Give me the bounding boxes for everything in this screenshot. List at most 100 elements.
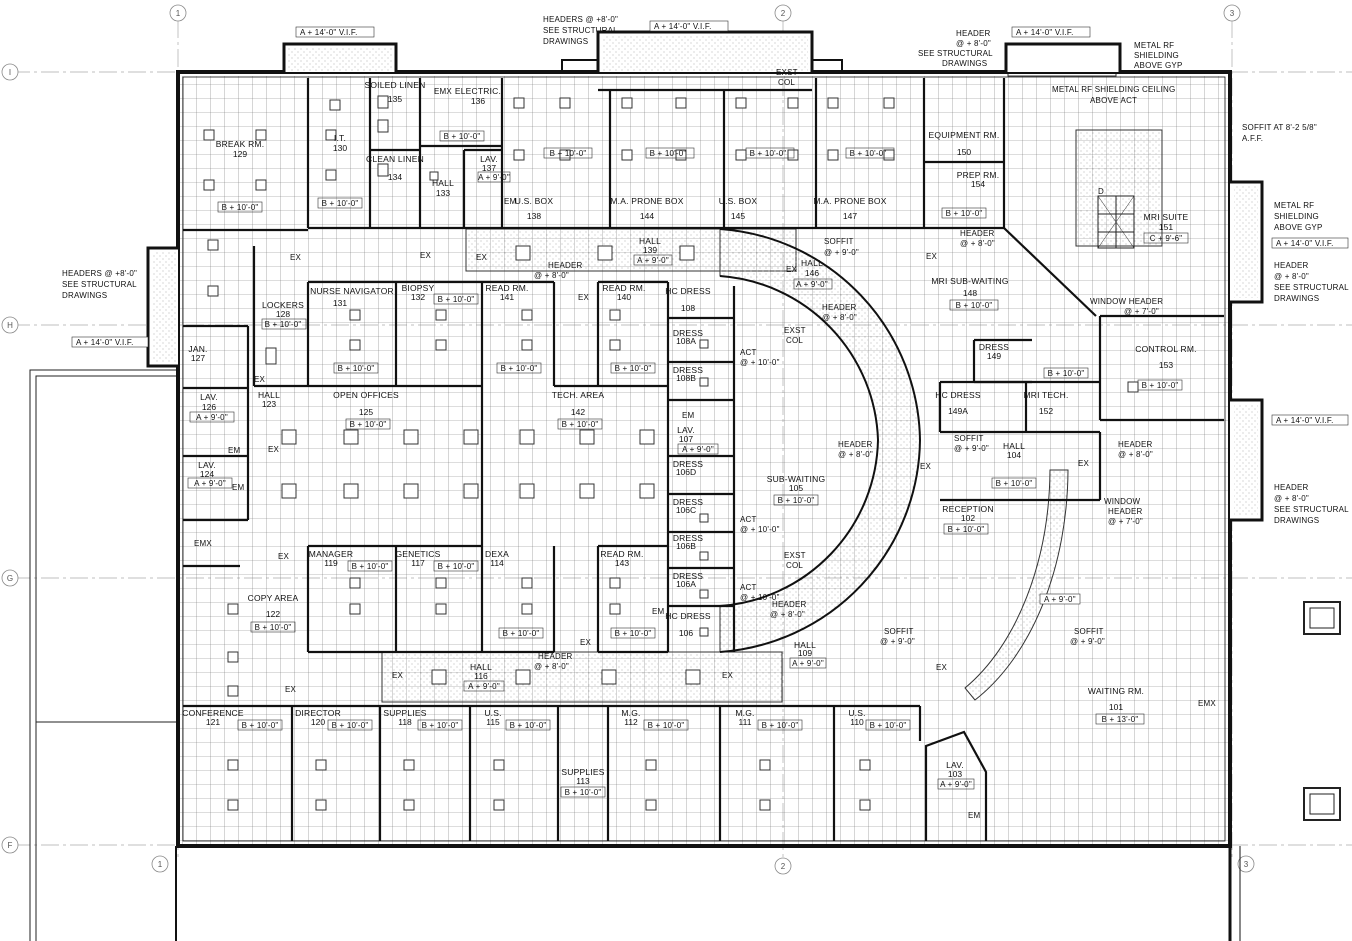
room-name: WAITING RM. <box>1088 686 1144 696</box>
room-number: 110 <box>850 717 864 727</box>
room-number: 114 <box>490 558 504 568</box>
ceiling-height: B + 10'-0" <box>778 496 815 505</box>
ceiling-height: A + 9'-0" <box>196 413 228 422</box>
room-number: 101 <box>1109 702 1123 712</box>
room-number: 134 <box>388 172 402 182</box>
mri-d-label: D <box>1098 187 1104 196</box>
header-note: HEADER <box>1118 440 1153 449</box>
exst-col: COL <box>786 336 803 345</box>
room-number: 147 <box>843 211 857 221</box>
header-note: HEADER <box>822 303 857 312</box>
room-name: U.S. <box>848 708 865 718</box>
em-light: EM <box>968 811 981 820</box>
ceiling-height: B + 10'-0" <box>265 320 302 329</box>
room-number: 146 <box>805 268 819 278</box>
grid-bubbles <box>1 4 1255 875</box>
act-note: ACT <box>740 348 757 357</box>
soffit-note: @ + 9'-0" <box>880 637 915 646</box>
ceiling-height: A + 9'-0" <box>796 280 828 289</box>
room-name: SOILED LINEN <box>365 80 426 90</box>
room-name: HALL <box>801 258 823 268</box>
room-number: 140 <box>617 292 631 302</box>
grid-col-3-bottom: 3 <box>1244 860 1249 869</box>
ceiling-height: B + 10'-0" <box>650 149 687 158</box>
room-name: COPY AREA <box>248 593 299 603</box>
room-number: 103 <box>948 769 962 779</box>
room-name: TECH. AREA <box>552 390 605 400</box>
rf-ceiling-note: METAL RF SHIELDING CEILING <box>1052 85 1175 94</box>
header-note: HEADERS @ +8'-0" <box>543 15 618 24</box>
header-note: @ + 8'-0" <box>960 239 995 248</box>
room-name: M.A. PRONE BOX <box>813 196 886 206</box>
room-number: 148 <box>963 288 977 298</box>
ceiling-grid-area <box>180 76 1228 844</box>
exit-sign: EX <box>578 293 590 302</box>
ceiling-height: B + 10'-0" <box>222 203 259 212</box>
act-note: @ + 10'-0" <box>740 358 780 367</box>
header-note: SEE STRUCTURAL <box>918 49 993 58</box>
soffit-note: @ + 9'-0" <box>1070 637 1105 646</box>
room-number: 145 <box>731 211 745 221</box>
room-name: MANAGER <box>309 549 353 559</box>
header-note: @ + 8'-0" <box>838 450 873 459</box>
exit-sign: EX <box>254 375 266 384</box>
room-number: 108A <box>676 336 696 346</box>
soffit-note: A.F.F. <box>1242 134 1263 143</box>
room-number: 119 <box>324 558 338 568</box>
room-number: 120 <box>311 717 325 727</box>
room-name: READ RM. <box>600 549 643 559</box>
header-note: SEE STRUCTURAL <box>1274 505 1349 514</box>
header-note: HEADER <box>538 652 573 661</box>
room-name: LAV. <box>480 154 498 164</box>
header-note: DRAWINGS <box>543 37 588 46</box>
room-name: DRESS <box>673 497 703 507</box>
exit-sign: EX <box>290 253 302 262</box>
room-number: 130 <box>333 143 347 153</box>
ceiling-height: B + 10'-0" <box>510 721 547 730</box>
em-light: EM <box>652 607 665 616</box>
grid-row-h: H <box>7 321 13 330</box>
emx-label: EMX <box>434 87 452 96</box>
vif-note: A + 14'-0" V.I.F. <box>654 22 712 31</box>
ceiling-height: A + 9'-0" <box>468 682 500 691</box>
room-name: ELECTRIC. <box>455 86 501 96</box>
soffit-note: @ + 9'-0" <box>824 248 859 257</box>
ceiling-height: B + 10'-0" <box>1048 369 1085 378</box>
ceiling-height: B + 10'-0" <box>946 209 983 218</box>
room-name: M.G. <box>621 708 640 718</box>
exit-sign: EX <box>786 265 798 274</box>
exit-sign: EX <box>722 671 734 680</box>
light-fixtures <box>203 95 1139 811</box>
room-number: 116 <box>474 671 488 681</box>
room-name: U.S. BOX <box>719 196 758 206</box>
room-number: 128 <box>276 309 290 319</box>
room-number: 104 <box>1007 450 1021 460</box>
room-name: DRESS <box>979 342 1009 352</box>
rf-note: METAL RF <box>1274 201 1314 210</box>
rf-note: SHIELDING <box>1274 212 1319 221</box>
room-name: HALL <box>470 662 492 672</box>
ceiling-height: B + 10'-0" <box>438 295 475 304</box>
exit-sign: EX <box>926 252 938 261</box>
room-name: LAV. <box>200 392 218 402</box>
ceiling-height: B + 10'-0" <box>565 788 602 797</box>
room-number: 137 <box>482 163 496 173</box>
room-name: LOCKERS <box>262 300 304 310</box>
interior-walls <box>183 78 1224 841</box>
room-name: DEXA <box>485 549 509 559</box>
act-note: @ + 10'-0" <box>740 525 780 534</box>
room-name: OPEN OFFICES <box>333 390 399 400</box>
room-number: 113 <box>576 776 590 786</box>
grid-col-3: 3 <box>1230 9 1235 18</box>
header-note: @ + 8'-0" <box>770 610 805 619</box>
room-name: HALL <box>258 390 280 400</box>
room-number: 131 <box>333 298 347 308</box>
header-note: HEADER <box>838 440 873 449</box>
room-name: PREP RM. <box>957 170 1000 180</box>
act-note: ACT <box>740 583 757 592</box>
room-name: SUPPLIES <box>561 767 604 777</box>
room-number: 124 <box>200 469 214 479</box>
room-number: 129 <box>233 149 247 159</box>
room-number: 106C <box>676 505 696 515</box>
mri-magnet <box>1097 195 1135 249</box>
